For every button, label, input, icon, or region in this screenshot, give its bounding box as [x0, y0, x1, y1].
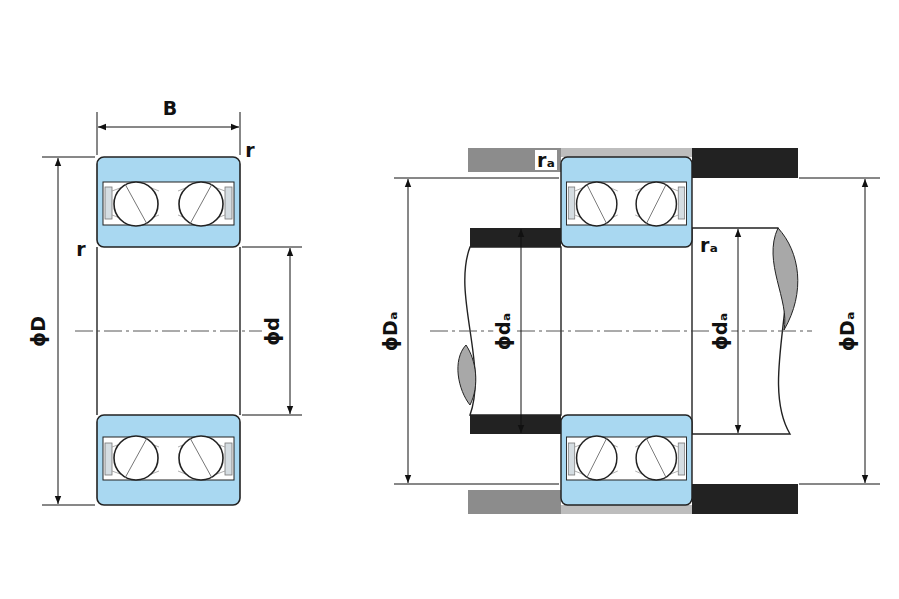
bearing-right: [430, 157, 812, 505]
radius-label: rₐ: [535, 150, 557, 171]
bearing-left: [75, 157, 268, 505]
dimension-lines-right: [394, 178, 880, 484]
radius-label: r: [74, 239, 87, 260]
dimension-label: ϕDₐ: [838, 309, 859, 353]
radius-label: rₐ: [698, 235, 720, 256]
dimension-label: ϕdₐ: [494, 310, 515, 351]
dimension-lines-left: [42, 112, 302, 505]
dimension-label: ϕdₐ: [711, 310, 732, 351]
dimension-label: B: [161, 98, 179, 119]
radius-label: r: [243, 140, 256, 161]
dimension-label: ϕd: [262, 315, 283, 348]
dimension-label: ϕDₐ: [381, 309, 402, 353]
dimension-label: ϕD: [28, 314, 49, 349]
